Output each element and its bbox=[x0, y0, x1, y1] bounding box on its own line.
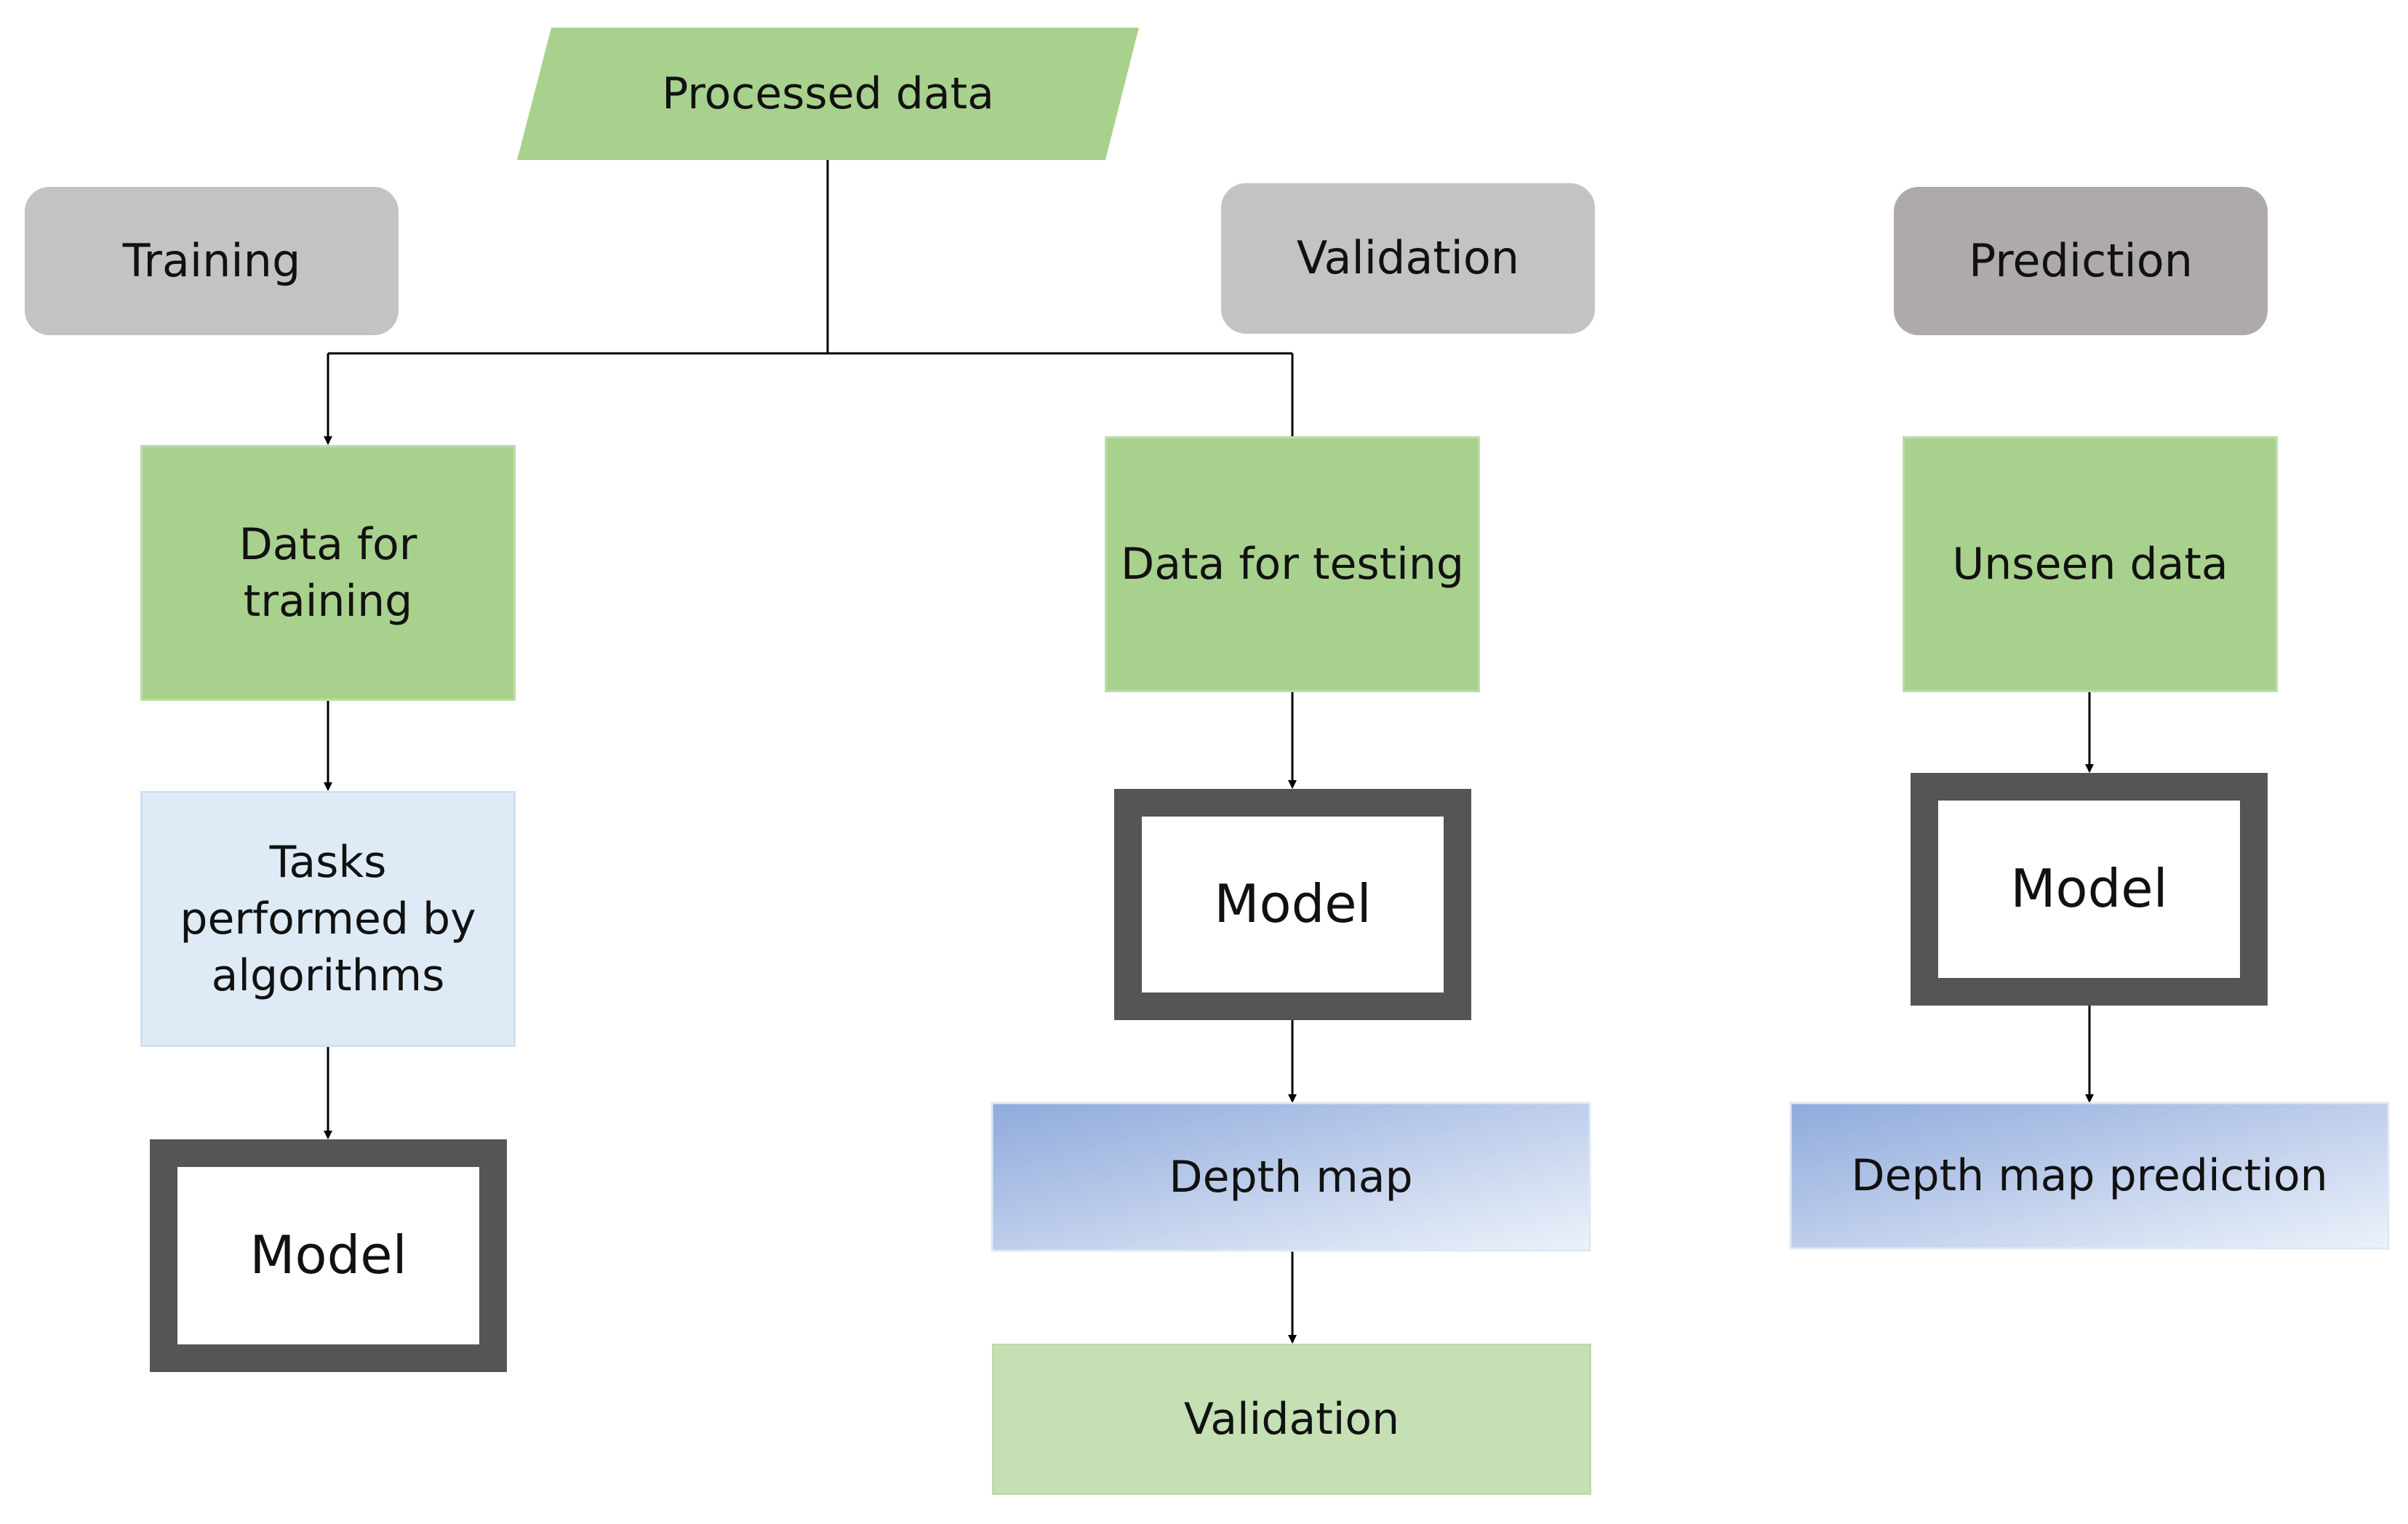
processed-data-label: Processed data bbox=[662, 68, 994, 119]
depth-map-prediction-node: Depth map prediction bbox=[1791, 1103, 2388, 1248]
unseen-data-label: Unseen data bbox=[1952, 539, 2228, 590]
phase-validation: Validation bbox=[1221, 183, 1595, 334]
data-for-training-node: Data for training bbox=[140, 445, 516, 701]
phase-prediction-label: Prediction bbox=[1968, 233, 2193, 287]
data-for-testing-node: Data for testing bbox=[1105, 436, 1480, 692]
validation-result-label: Validation bbox=[1183, 1394, 1400, 1445]
tasks-performed-node: Tasks performed by algorithms bbox=[140, 791, 516, 1047]
depth-map-shape bbox=[991, 1102, 1591, 1252]
data-for-training-label: Data for training bbox=[239, 519, 417, 627]
training-model-label: Model bbox=[249, 1224, 407, 1286]
validation-model-inner: Model bbox=[1142, 817, 1444, 992]
unseen-data-node: Unseen data bbox=[1903, 436, 2278, 692]
training-model-node: Model bbox=[150, 1139, 507, 1372]
validation-result-node: Validation bbox=[992, 1344, 1591, 1495]
phase-training: Training bbox=[25, 187, 399, 335]
prediction-model-node: Model bbox=[1911, 773, 2268, 1006]
phase-validation-label: Validation bbox=[1296, 231, 1520, 285]
data-for-testing-label: Data for testing bbox=[1121, 539, 1464, 590]
phase-training-label: Training bbox=[122, 233, 301, 287]
depth-map-label: Depth map bbox=[1169, 1151, 1413, 1203]
validation-model-node: Model bbox=[1114, 789, 1471, 1020]
depth-map-prediction-label: Depth map prediction bbox=[1851, 1150, 2328, 1201]
processed-data-node: Processed data bbox=[517, 28, 1139, 160]
tasks-performed-label: Tasks performed by algorithms bbox=[180, 837, 476, 1001]
depth-map-node: Depth map bbox=[992, 1103, 1590, 1251]
depth-map-prediction-shape bbox=[1789, 1102, 2390, 1250]
training-model-inner: Model bbox=[177, 1167, 479, 1344]
processed-data-shape bbox=[517, 28, 1139, 160]
phase-prediction: Prediction bbox=[1894, 187, 2268, 335]
prediction-model-label: Model bbox=[2010, 858, 2168, 920]
prediction-model-inner: Model bbox=[1938, 801, 2240, 978]
validation-model-label: Model bbox=[1214, 873, 1372, 935]
